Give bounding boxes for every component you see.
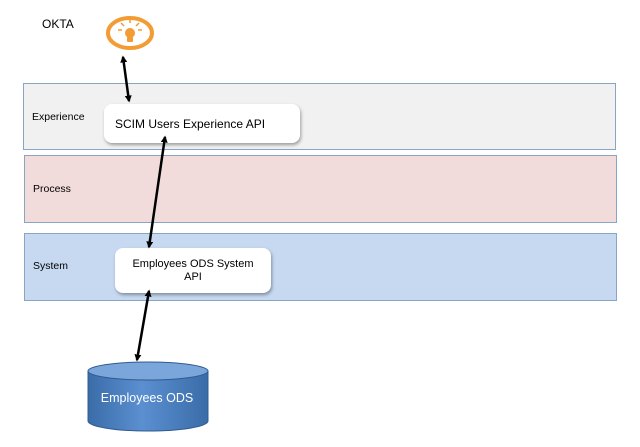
ods-api-label-line1: Employees ODS System <box>132 257 254 270</box>
scim-users-experience-api-node[interactable]: SCIM Users Experience API <box>104 104 300 143</box>
scim-api-label: SCIM Users Experience API <box>115 116 266 131</box>
employees-ods-system-api-node[interactable]: Employees ODS System API <box>115 248 271 293</box>
ods-api-label-line2: API <box>184 270 202 283</box>
system-layer-label: System <box>33 260 69 272</box>
experience-layer-label: Experience <box>32 111 85 123</box>
okta-lightbulb-icon <box>103 12 157 52</box>
scim-to-ods-api-connector <box>146 135 168 249</box>
okta-to-scim-connector <box>120 55 132 103</box>
ods-api-to-database-connector <box>134 289 152 362</box>
process-layer-label: Process <box>33 183 71 195</box>
employees-ods-label: Employees ODS <box>100 391 194 405</box>
process-layer: Process <box>24 155 617 223</box>
employees-ods-database-icon[interactable] <box>86 361 210 433</box>
okta-label: OKTA <box>42 17 74 31</box>
